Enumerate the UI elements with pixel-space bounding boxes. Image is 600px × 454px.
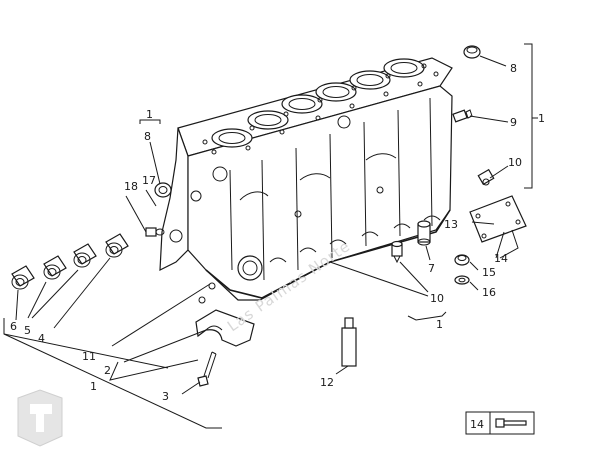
block-ribs [229, 97, 433, 281]
label-18: 18 [124, 180, 138, 193]
plug-8-top [463, 45, 481, 59]
label-1-bottom: 1 [436, 318, 443, 331]
label-16: 16 [482, 286, 496, 299]
plug-18 [145, 227, 165, 237]
label-5: 5 [24, 324, 31, 337]
bearing-cap-2 [195, 282, 255, 347]
bolt-3 [197, 351, 217, 387]
label-14-legend: 14 [470, 418, 484, 431]
washer-16 [454, 275, 470, 285]
label-1-left: 1 [146, 108, 153, 121]
company-logo [17, 389, 63, 447]
plug-10 [477, 168, 495, 186]
label-8-left: 8 [144, 130, 151, 143]
label-1-mid: 1 [90, 380, 97, 393]
plug-7 [417, 220, 431, 246]
bushing-6 [11, 265, 35, 290]
bushings [11, 233, 129, 290]
label-1-top-right: 1 [538, 112, 545, 125]
label-14-right: 14 [494, 252, 508, 265]
label-13: 13 [444, 218, 458, 231]
label-10-right: 10 [508, 156, 522, 169]
cover-plate-13 [469, 195, 527, 243]
label-10-bottom: 10 [430, 292, 444, 305]
label-6: 6 [10, 320, 17, 333]
bushing-4 [105, 233, 129, 258]
engine-block [159, 57, 453, 301]
label-15: 15 [482, 266, 496, 279]
sealant-tube-12 [341, 317, 357, 367]
label-8-top: 8 [510, 62, 517, 75]
bearing-saddles [269, 215, 441, 263]
label-4: 4 [38, 332, 45, 345]
plug-9 [452, 109, 473, 123]
cylinder-bores [211, 58, 425, 148]
label-9: 9 [510, 116, 517, 129]
label-12: 12 [320, 376, 334, 389]
plug-15 [454, 254, 470, 266]
bolt-14-icon [495, 418, 527, 428]
leader-lines [3, 43, 538, 429]
legend-box-14 [465, 411, 535, 435]
plug-10-lower [391, 240, 403, 264]
bushing-5b [43, 255, 67, 280]
label-3: 3 [162, 390, 169, 403]
head-bolt-holes [202, 63, 439, 155]
label-17: 17 [142, 174, 156, 187]
label-11: 11 [82, 350, 96, 363]
bushing-5a [73, 243, 97, 268]
label-7: 7 [428, 262, 435, 275]
callout-labels: 1 8 9 10 1 8 18 17 13 14 7 15 16 10 1 6 … [10, 62, 545, 431]
label-2: 2 [104, 364, 111, 377]
plug-17 [154, 182, 172, 198]
